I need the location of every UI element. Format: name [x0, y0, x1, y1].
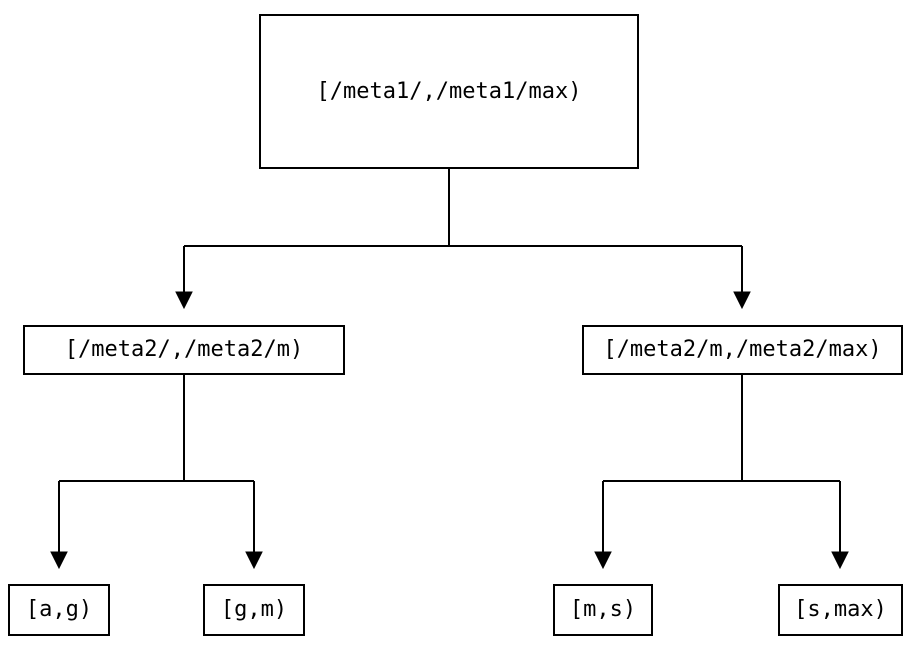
edge-left-to-leaves — [50, 375, 263, 570]
node-left-child: [/meta2/,/meta2/m) — [23, 325, 345, 375]
node-leaf-smax: [s,max) — [778, 584, 903, 636]
node-leaf-ms: [m,s) — [553, 584, 653, 636]
edge-right-to-leaves — [594, 375, 849, 570]
node-root: [/meta1/,/meta1/max) — [259, 14, 639, 169]
edge-root-to-children — [175, 169, 751, 310]
node-right-child: [/meta2/m,/meta2/max) — [582, 325, 903, 375]
arrowhead-leaf-ms — [594, 551, 612, 570]
arrowhead-left-child — [175, 291, 193, 310]
node-leaf-ag: [a,g) — [8, 584, 110, 636]
node-leaf-gm: [g,m) — [203, 584, 305, 636]
arrowhead-leaf-smax — [831, 551, 849, 570]
arrowhead-leaf-ag — [50, 551, 68, 570]
arrowhead-leaf-gm — [245, 551, 263, 570]
arrowhead-right-child — [733, 291, 751, 310]
